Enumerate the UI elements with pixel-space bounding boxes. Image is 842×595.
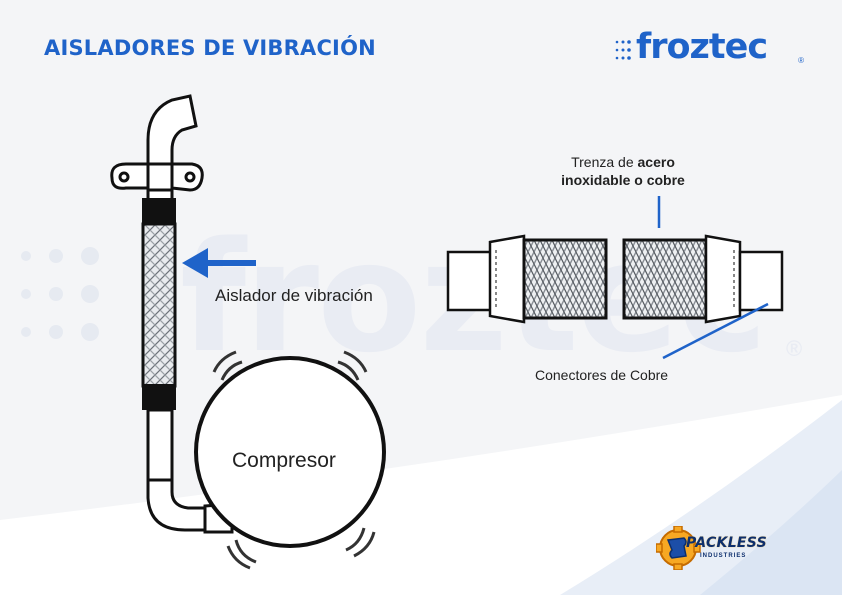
braid-label-prefix: Trenza de — [571, 154, 638, 170]
suction-pipe — [110, 94, 204, 202]
compressor-label: Compresor — [232, 449, 336, 472]
connectors-label: Conectores de Cobre — [535, 367, 669, 383]
braided-hose — [141, 222, 177, 388]
right-braid-section — [622, 238, 708, 320]
packless-name: PACKLESS — [686, 535, 768, 551]
brand-dots-icon — [615, 40, 631, 60]
connector-leader-line — [662, 302, 769, 360]
braided-connector-detail — [446, 234, 784, 324]
page-title: AISLADORES DE VIBRACIÓN — [44, 36, 376, 60]
brand-name: froztec — [636, 27, 768, 67]
watermark-registered-mark: ® — [786, 336, 803, 361]
right-copper-ferrule — [704, 234, 742, 324]
isolator-label: Aislador de vibración — [215, 286, 373, 305]
left-copper-ferrule — [488, 234, 526, 324]
braid-label-bold-2: inoxidable o cobre — [561, 172, 685, 188]
packless-logo: PACKLESS INDUSTRIES — [656, 526, 780, 570]
right-copper-tube — [738, 250, 784, 312]
lower-fitting — [142, 384, 176, 410]
gear-puzzle-icon — [656, 526, 701, 570]
registered-mark: ® — [798, 56, 804, 65]
compressor-body — [194, 356, 386, 548]
braid-label: Trenza de acero inoxidable o cobre — [548, 153, 698, 189]
vibration-marks-icon — [212, 350, 376, 570]
upper-fitting — [142, 198, 176, 224]
froztec-logo: froztec ® — [614, 27, 804, 72]
isolator-arrow-icon — [182, 248, 256, 278]
braid-label-bold-1: acero — [637, 154, 675, 170]
left-braid-section — [522, 238, 608, 320]
packless-tagline: INDUSTRIES — [700, 553, 747, 559]
watermark-dots-icon — [21, 247, 99, 341]
